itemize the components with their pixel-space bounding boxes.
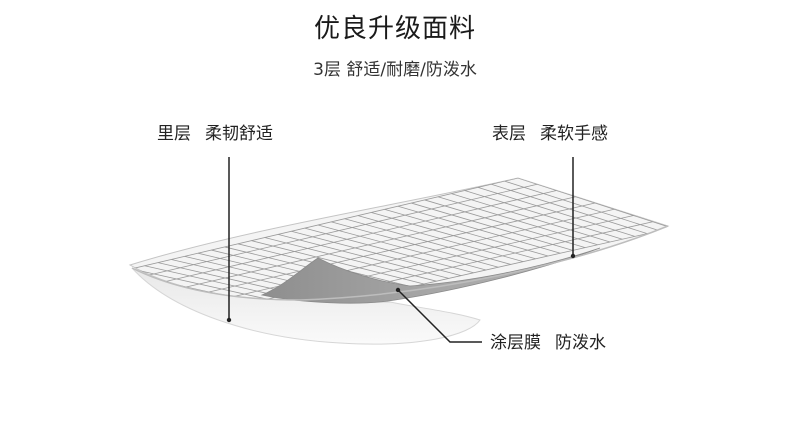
grid-line <box>140 183 538 278</box>
leader-line-coating <box>397 289 482 343</box>
grid-line <box>186 196 576 288</box>
label-inner-layer: 里层柔韧舒适 <box>157 122 273 146</box>
page-title: 优良升级面料 <box>313 14 476 44</box>
grid-line <box>208 202 596 293</box>
leader-dot-coating <box>395 287 401 293</box>
inner-layer-desc: 柔韧舒适 <box>205 124 273 144</box>
label-coating-layer: 涂层膜防泼水 <box>490 331 606 355</box>
leader-dot-outer <box>570 253 576 259</box>
coating-layer-name: 涂层膜 <box>490 333 541 353</box>
outer-layer-desc: 柔软手感 <box>540 124 608 144</box>
coating-layer-desc: 防泼水 <box>555 333 606 353</box>
grid-line <box>130 178 519 273</box>
label-outer-layer: 表层柔软手感 <box>492 122 608 146</box>
outer-layer-name: 表层 <box>492 124 526 144</box>
leader-dot-inner <box>226 317 232 323</box>
page-subtitle: 3层 舒适/耐磨/防泼水 <box>313 60 477 80</box>
fabric-edge <box>131 225 669 301</box>
coating-membrane <box>260 247 601 304</box>
inner-layer-name: 里层 <box>157 124 191 144</box>
